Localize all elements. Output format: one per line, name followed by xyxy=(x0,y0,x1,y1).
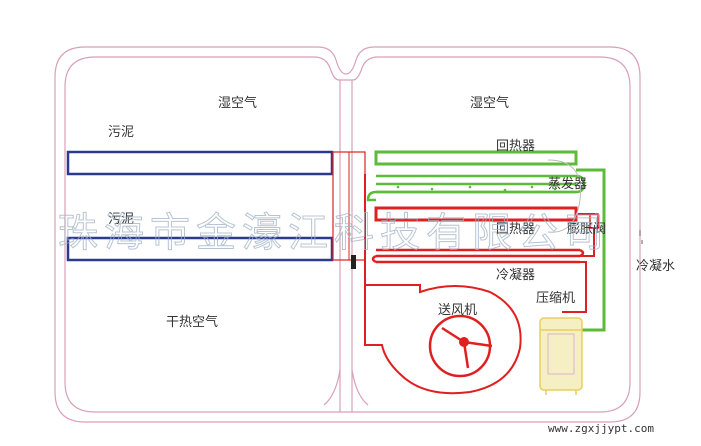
fan-label: 送风机 xyxy=(438,303,477,318)
expansion-valve-symbol xyxy=(589,213,599,229)
sludge-top-label: 污泥 xyxy=(108,125,134,140)
evaporator-coil xyxy=(366,174,586,202)
evaporator-label: 蒸发器 xyxy=(548,176,587,192)
condenser-coil xyxy=(371,248,585,264)
enclosure-outline xyxy=(54,46,641,423)
sludge-tray-top xyxy=(66,150,334,176)
condenser-label: 冷凝器 xyxy=(496,267,535,283)
evaporator-dots xyxy=(396,185,557,192)
website-url: www.zgxjjypt.com xyxy=(548,422,654,435)
compressor-discharge-line xyxy=(562,261,587,313)
company-watermark: 珠海市金濠江科技有限公司 xyxy=(58,210,610,256)
sludge-tray-bottom xyxy=(66,236,334,262)
evaporator-bracket xyxy=(547,159,582,233)
heat-recovery-top-coil xyxy=(374,150,578,166)
air-duct-marker xyxy=(351,255,356,269)
refrigerant-suction-line xyxy=(574,168,606,332)
humid-air-left-label: 湿空气 xyxy=(218,95,257,111)
compressor-coil-lines xyxy=(547,333,575,375)
compressor-body xyxy=(539,317,583,395)
heat-recovery-top-label: 回热器 xyxy=(496,139,535,154)
condensate-drip xyxy=(639,230,643,244)
humid-air-right-label: 湿空气 xyxy=(470,95,509,111)
dry-hot-air-label: 干热空气 xyxy=(166,314,218,330)
refrigerant-discharge-line xyxy=(578,213,595,257)
heat-recovery-bottom-coil xyxy=(374,206,578,222)
heat-recovery-bottom-label: 回热器 xyxy=(496,222,535,237)
blower-fan xyxy=(364,284,522,395)
expansion-valve-label: 膨胀阀 xyxy=(567,222,606,237)
sludge-bottom-label: 污泥 xyxy=(108,212,134,227)
center-divider xyxy=(323,80,369,412)
compressor-label: 压缩机 xyxy=(536,290,575,306)
condensate-label: 冷凝水 xyxy=(636,258,675,274)
